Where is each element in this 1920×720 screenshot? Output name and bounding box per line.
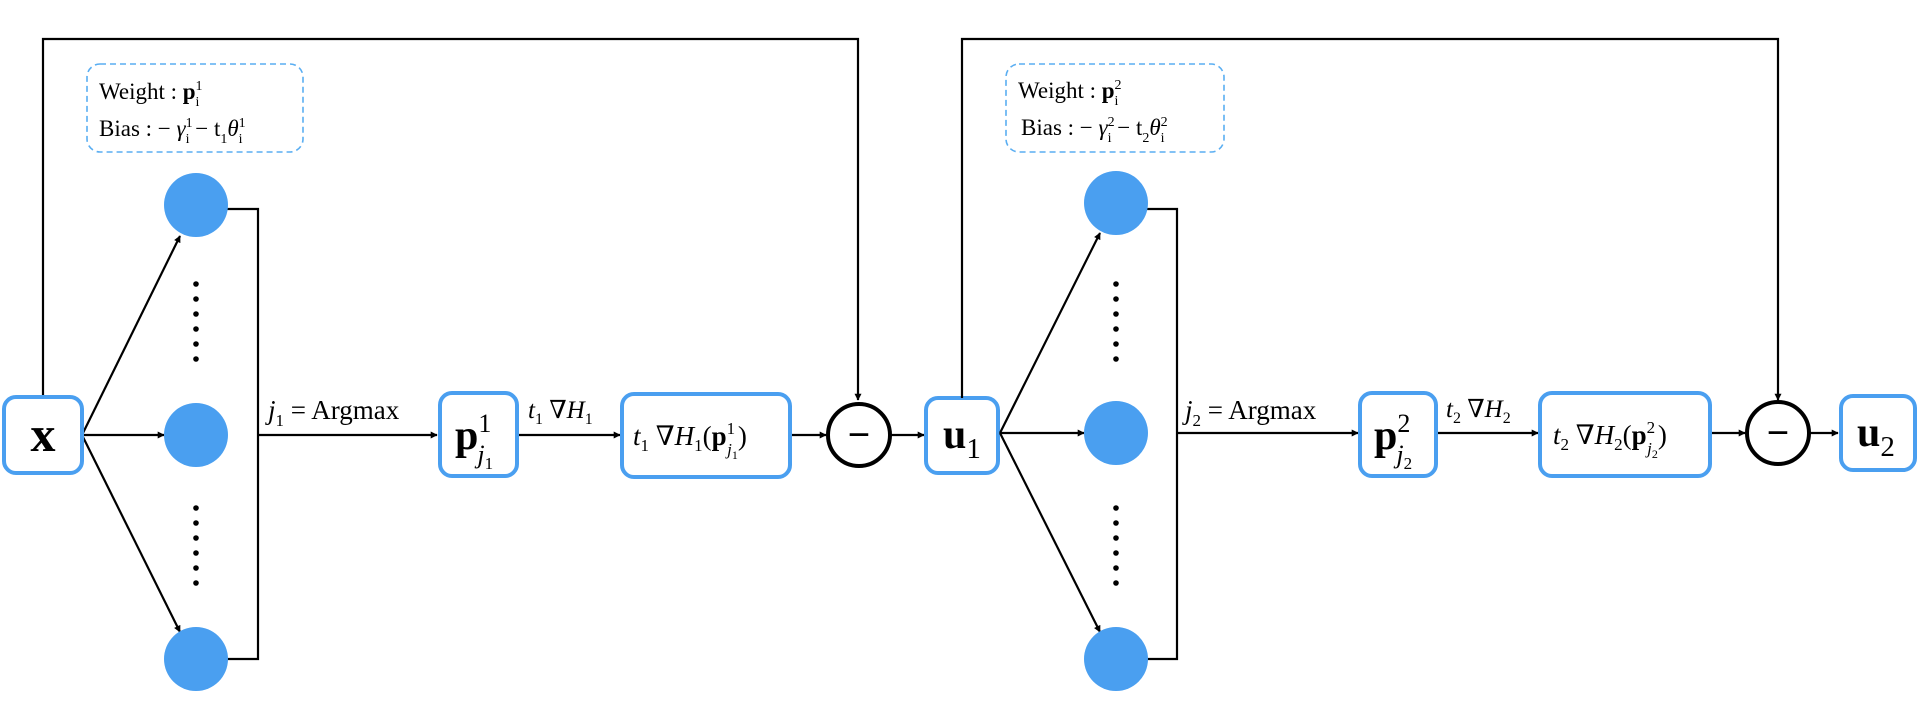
ellipsis-dots-upper-2	[1113, 281, 1119, 362]
gradient-box-1	[620, 392, 792, 479]
fan-arrow-top-2	[999, 232, 1101, 434]
minus-symbol-2: −	[1767, 410, 1790, 455]
neuron-top-2	[1084, 171, 1148, 235]
subtract-node-1	[826, 402, 892, 468]
input-symbol: x	[31, 406, 56, 462]
subtract-node-2	[1745, 400, 1811, 466]
neuron-bot-1	[164, 627, 228, 691]
minus-symbol-1: −	[848, 412, 871, 457]
skip-connection-2	[960, 37, 1782, 401]
p-box-2	[1358, 391, 1438, 478]
output-label-2: u2	[1857, 410, 1895, 463]
fan-arrow-bot-1	[81, 434, 181, 633]
ellipsis-dots-lower-2	[1113, 505, 1119, 586]
gradient-label-1: t1 ∇H1	[528, 397, 593, 428]
argmax-label-2: j2 = Argmax	[1182, 395, 1317, 430]
neuron-top-1	[164, 173, 228, 237]
gradient-label-2: t2 ∇H2	[1446, 396, 1511, 427]
ellipsis-dots-upper-1	[193, 281, 199, 362]
skip-connection-1	[41, 37, 862, 401]
weight-bias-box-1	[86, 63, 304, 153]
ellipsis-dots-lower-1	[193, 505, 199, 586]
input-box	[2, 395, 84, 475]
output-box-2	[1839, 394, 1917, 472]
neuron-bot-2	[1084, 627, 1148, 691]
p-box-1	[438, 391, 519, 478]
fan-arrow-top-1	[81, 235, 181, 436]
output-label-1: u1	[943, 412, 981, 465]
gradient-box-2	[1538, 391, 1712, 478]
fan-arrow-bot-2	[999, 432, 1101, 633]
argmax-label-1: j1 = Argmax	[265, 395, 400, 430]
weight-bias-box-2	[1005, 63, 1225, 153]
neuron-mid-1	[164, 403, 228, 467]
neuron-mid-2	[1084, 401, 1148, 465]
